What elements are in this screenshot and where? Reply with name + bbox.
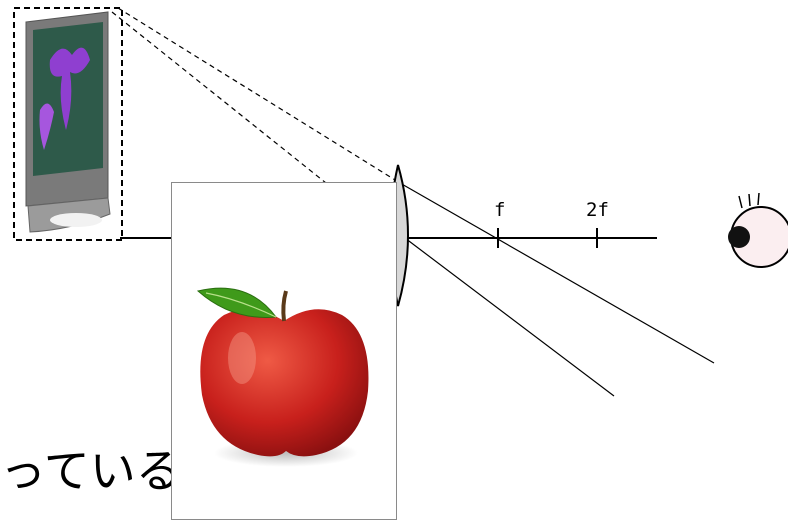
ray-bottom	[396, 231, 615, 397]
apple-image	[196, 287, 369, 467]
virtual-ray-2	[111, 11, 327, 184]
virtual-ray-1	[117, 7, 401, 184]
focal-length-label: f	[494, 199, 506, 221]
double-focal-length-label: 2f	[586, 199, 609, 221]
eye-icon	[728, 192, 788, 268]
monitor-icon	[13, 7, 123, 241]
ray-top	[399, 182, 715, 364]
apple-image-card	[171, 182, 397, 520]
caption-text: っている	[0, 448, 182, 494]
